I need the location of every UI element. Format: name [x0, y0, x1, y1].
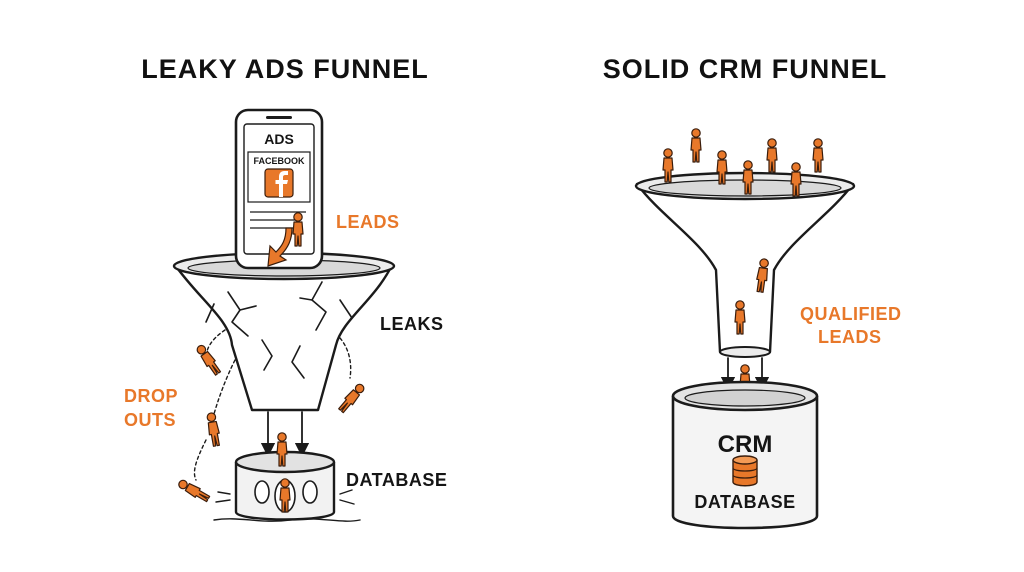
phone-ads-header: ADS [264, 131, 294, 147]
database-icon [732, 455, 758, 487]
lead-arrow-icon [267, 227, 293, 267]
qualified-leads-line1: QUALIFIED [800, 304, 902, 324]
crm-label: CRM [718, 431, 773, 458]
person-icon [716, 150, 728, 185]
dropout-person-icon [176, 477, 212, 504]
person-icon [690, 128, 702, 163]
left-database-label: DATABASE [346, 470, 447, 490]
qualified-people [734, 257, 771, 399]
crm-database: CRM DATABASE [671, 380, 819, 530]
person-icon [742, 160, 754, 195]
person-icon [812, 138, 824, 173]
dropout-person-icon [205, 411, 222, 448]
dropouts-label-line1: DROP [124, 386, 178, 406]
crack-lines [205, 281, 353, 379]
right-database-label: DATABASE [694, 492, 795, 512]
leaky-database [213, 432, 361, 522]
facebook-icon [264, 168, 294, 198]
person-icon [734, 300, 746, 335]
leads-label: LEADS [336, 212, 400, 232]
phone-facebook-label: FACEBOOK [253, 156, 305, 166]
phone-ad: ADS FACEBOOK [234, 108, 324, 270]
database-person-icon [279, 478, 291, 513]
person-icon [766, 138, 778, 173]
dropouts-label-line2: OUTS [124, 410, 176, 430]
person-icon [662, 148, 674, 183]
dropout-person-icon [336, 381, 367, 415]
right-title: SOLID CRM FUNNEL [603, 54, 887, 84]
incoming-person-icon [276, 432, 288, 467]
lead-person-icon [292, 212, 304, 247]
person-icon [754, 257, 771, 294]
person-icon [790, 162, 802, 197]
qualified-leads-line2: LEADS [818, 327, 882, 347]
left-title: LEAKY ADS FUNNEL [141, 54, 429, 84]
solid-funnel [634, 171, 856, 392]
leaks-label: LEAKS [380, 314, 444, 334]
